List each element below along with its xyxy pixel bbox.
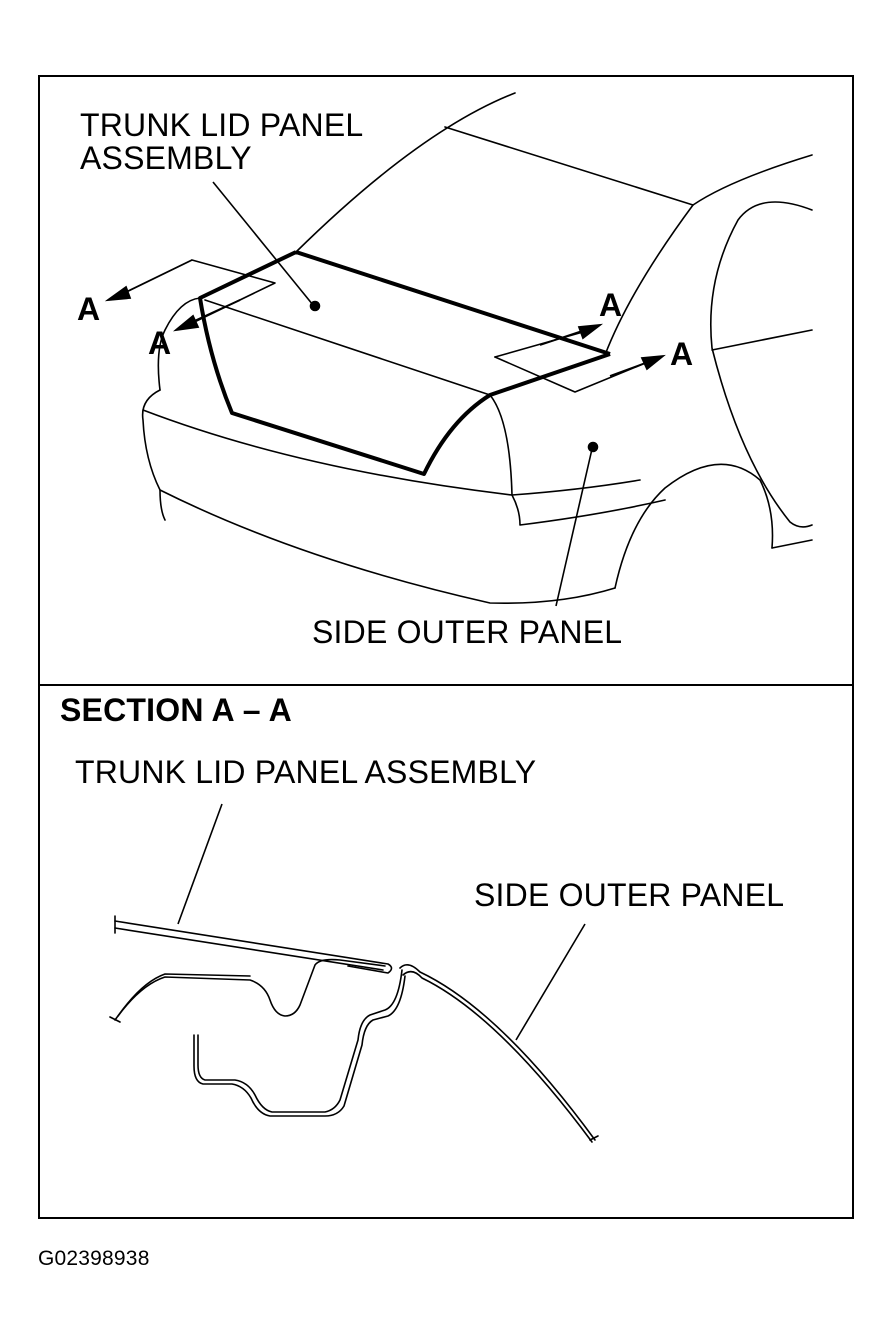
section-trunk-lid-label: TRUNK LID PANEL ASSEMBLY [75, 754, 537, 790]
section-side-outer-label: SIDE OUTER PANEL [474, 877, 785, 913]
trunk-lid-label-line1: TRUNK LID PANEL [80, 107, 364, 143]
section-marker-right-outer: A [670, 336, 694, 372]
side-outer-panel-label: SIDE OUTER PANEL [312, 614, 623, 650]
arrow-left-outer [104, 285, 132, 302]
section-arrows [104, 259, 666, 377]
leader-lines-top [212, 181, 599, 607]
arrow-right-inner [577, 323, 604, 340]
section-marker-left-outer: A [77, 291, 101, 327]
section-title: SECTION A – A [60, 692, 292, 728]
arrow-left-inner [172, 314, 200, 332]
arrow-right-outer [640, 354, 666, 371]
section-divider [38, 684, 854, 686]
trunk-lid-label-line2: ASSEMBLY [80, 140, 252, 176]
leader-lines-section [177, 803, 586, 1041]
figure-code: G02398938 [38, 1247, 150, 1270]
side-leader-dot [587, 441, 599, 453]
section-marker-right-inner: A [599, 287, 623, 323]
figure-frame [38, 75, 854, 1219]
section-marker-left-inner: A [148, 325, 172, 361]
trunk-lid-outline [198, 250, 611, 476]
trunk-leader-dot [309, 300, 321, 312]
section-profile [109, 915, 599, 1143]
